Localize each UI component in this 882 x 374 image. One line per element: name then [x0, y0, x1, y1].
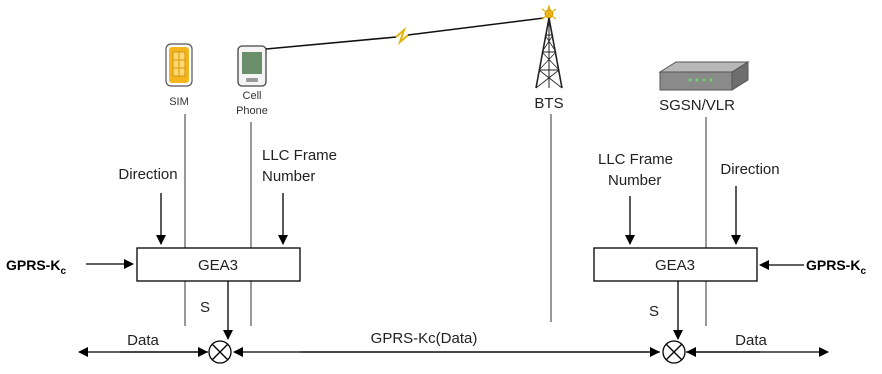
- right-gea3-box: [593, 247, 758, 282]
- left-xor-icon: [208, 340, 232, 364]
- left-direction-label: Direction: [118, 166, 177, 183]
- sim-icon: [165, 43, 193, 87]
- right-gea3-label: GEA3: [655, 257, 695, 274]
- right-direction-label: Direction: [720, 161, 779, 178]
- bts-tower-icon: [535, 4, 563, 89]
- cell-phone-label-line1: Cell: [243, 90, 262, 102]
- left-gea3-box: [136, 247, 301, 282]
- channel-label: GPRS-Kc(Data): [371, 330, 478, 347]
- radio-link: [265, 17, 545, 50]
- right-data-label: Data: [735, 332, 767, 349]
- bts-label: BTS: [534, 95, 563, 112]
- right-s-label: S: [649, 303, 659, 320]
- left-gea3-label: GEA3: [198, 257, 238, 274]
- left-s-label: S: [200, 299, 210, 316]
- right-xor-icon: [662, 340, 686, 364]
- left-gprs-kc-label: GPRS-Kc: [6, 257, 66, 277]
- right-gprs-kc-label: GPRS-Kc: [806, 257, 866, 277]
- sim-label: SIM: [169, 96, 189, 108]
- cell-phone-icon: [237, 45, 267, 87]
- left-data-label: Data: [127, 332, 159, 349]
- right-llc-label-line2: Number: [608, 172, 661, 189]
- left-llc-label-line2: Number: [262, 168, 315, 185]
- sgsn-server-icon: [658, 61, 750, 91]
- right-llc-label-line1: LLC Frame: [598, 151, 673, 168]
- left-llc-label-line1: LLC Frame: [262, 147, 337, 164]
- sgsn-label: SGSN/VLR: [659, 97, 735, 114]
- cell-phone-label-line2: Phone: [236, 105, 268, 117]
